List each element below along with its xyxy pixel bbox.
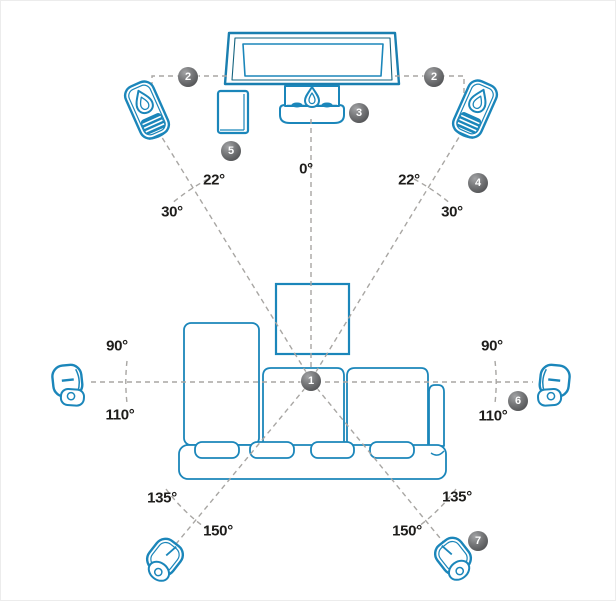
front-left-speaker [123,80,171,140]
angle-arc-front-right [413,178,452,205]
sofa-cushion [369,441,415,459]
front-right-speaker [451,79,499,139]
sofa [178,322,447,480]
angle-label-side-left-90: 90° [106,337,128,355]
angle-label-front-right-22: 22° [398,171,420,189]
angle-label-rear-left-150: 150° [203,522,233,540]
angle-label-side-right-90: 90° [481,337,503,355]
tv-screen [242,43,384,77]
sofa-cushion [310,441,355,459]
center-speaker [279,85,345,124]
angle-label-front-left-30: 30° [161,203,183,221]
angle-label-side-left-110: 110° [105,406,135,424]
sofa-seat-right [346,367,429,447]
rear-right-speaker [433,536,473,581]
sofa-armrest [428,384,445,447]
marker-1-listening-position: 1 [301,371,321,391]
marker-4-front-angle-range: 4 [468,173,488,193]
angle-arc-front-left [170,178,209,205]
angle-label-center: 0° [299,160,313,178]
sofa-seat-center [262,367,345,447]
angle-arc-rear-left [165,488,208,530]
angle-label-rear-right-135: 135° [442,488,472,506]
marker-6-side-surround: 6 [508,391,528,411]
tv [223,31,401,86]
angle-label-side-right-110: 110° [478,407,508,425]
marker-3-center-speaker: 3 [349,103,369,123]
rear-right-line [310,380,450,550]
angle-arc-side-left [125,360,128,404]
tv-bezel-inner [231,37,393,81]
front-right-line [310,110,476,381]
sofa-chaise [183,322,260,446]
front-left-line [146,112,312,381]
marker-2-front-right: 2 [424,67,444,87]
surround-left-speaker [51,363,86,407]
angle-arc-side-right [494,360,497,404]
center-speaker-foot [321,102,333,108]
front-left-elbow-line [151,75,227,96]
subwoofer [216,89,250,135]
angle-label-rear-left-135: 135° [147,489,177,507]
ottoman [274,282,351,356]
sofa-cushion [194,441,240,459]
angle-label-rear-right-150: 150° [392,522,422,540]
front-right-elbow-line [395,75,465,96]
marker-2-front-left: 2 [178,67,198,87]
center-speaker-base [279,104,345,124]
tower-teardrop-inner-icon [472,95,483,110]
tower-teardrop-inner-icon [139,96,150,111]
rear-left-speaker [145,537,185,582]
sofa-cushion [249,441,295,459]
sofa-base-notch [430,450,445,456]
surround-right-speaker [536,363,571,407]
angle-label-front-left-22: 22° [203,171,225,189]
angle-label-front-right-30: 30° [441,203,463,221]
center-driver-teardrop-inner-icon [308,92,316,105]
angle-arc-rear-right [414,488,457,530]
center-speaker-foot [291,102,303,108]
rear-left-line [170,380,312,551]
marker-5-subwoofer: 5 [221,141,241,161]
marker-7-rear-surround: 7 [468,531,488,551]
